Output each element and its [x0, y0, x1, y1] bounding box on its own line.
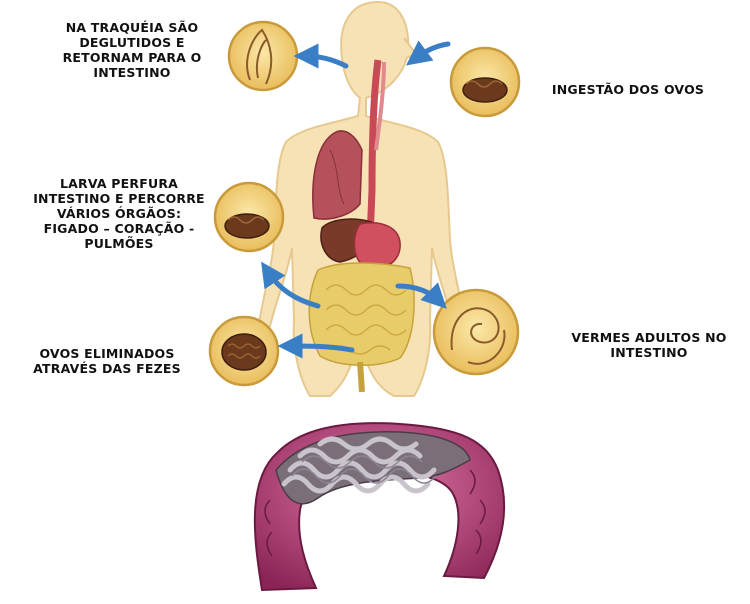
- label-larval-migration-stage: LARVA PERFURA INTESTINO E PERCORRE VÁRIO…: [8, 176, 230, 251]
- trachea: [374, 61, 386, 151]
- label-line: INGESTÃO DOS OVOS: [551, 82, 705, 97]
- egg-icon: [224, 213, 270, 239]
- arrow-egg-elimination: [277, 333, 355, 359]
- human-body-figure: [256, 0, 468, 397]
- label-line: FIGADO – CORAÇÃO -: [43, 221, 195, 236]
- arrow-adult-worms: [395, 282, 447, 309]
- stage-circle-tracheal: [227, 20, 299, 92]
- arrow-ingestion: [405, 40, 451, 66]
- label-line: PULMÕES: [84, 236, 154, 251]
- label-line: VERMES ADULTOS NO: [571, 330, 727, 345]
- worm-icon: [450, 307, 506, 365]
- label-line: INTESTINO E PERCORRE: [33, 191, 205, 206]
- label-line: VÁRIOS ÓRGÃOS:: [56, 206, 182, 221]
- colon-cutaway: [275, 431, 471, 505]
- nose-profile: [403, 37, 418, 59]
- label-ingestion-stage: INGESTÃO DOS OVOS: [538, 82, 718, 97]
- egg-icon: [462, 77, 508, 103]
- label-line: INTESTINO: [610, 345, 688, 360]
- colon-illustration: [253, 422, 506, 592]
- intestine-coils: [325, 284, 407, 355]
- worm-mass-shadow: [291, 455, 437, 484]
- lung-detail: [329, 149, 345, 205]
- label-line: OVOS ELIMINADOS: [39, 346, 175, 361]
- esophagus: [366, 59, 382, 241]
- label-line: LARVA PERFURA: [59, 176, 179, 191]
- stage-circle-egg-elimination: [208, 315, 280, 387]
- arrow-larva-out: [261, 261, 321, 309]
- arrow-trachea-return: [293, 43, 349, 69]
- stage-circle-adult-worms: [432, 288, 520, 376]
- colon-haustra: [264, 469, 486, 557]
- egg-icon: [221, 333, 267, 371]
- label-adult-worms-stage: VERMES ADULTOS NO INTESTINO: [556, 330, 742, 360]
- larva-icon: [246, 28, 273, 85]
- stage-circle-ingestion: [449, 46, 521, 118]
- label-line: RETORNAM PARA O: [62, 50, 202, 65]
- flow-arrows: [261, 40, 451, 359]
- label-line: ATRAVÉS DAS FEZES: [33, 361, 181, 376]
- label-egg-elimination-stage: OVOS ELIMINADOS ATRAVÉS DAS FEZES: [22, 346, 192, 376]
- worm-mass: [281, 436, 437, 494]
- label-line: DEGLUTIDOS E: [79, 35, 185, 50]
- intestines: [308, 262, 415, 366]
- rectum: [357, 361, 365, 393]
- stomach: [353, 222, 401, 269]
- stage-circle-larval: [213, 181, 285, 253]
- label-line: INTESTINO: [93, 65, 171, 80]
- label-tracheal-stage: NA TRAQUÉIA SÃO DEGLUTIDOS E RETORNAM PA…: [32, 20, 232, 80]
- label-line: NA TRAQUÉIA SÃO: [65, 20, 199, 35]
